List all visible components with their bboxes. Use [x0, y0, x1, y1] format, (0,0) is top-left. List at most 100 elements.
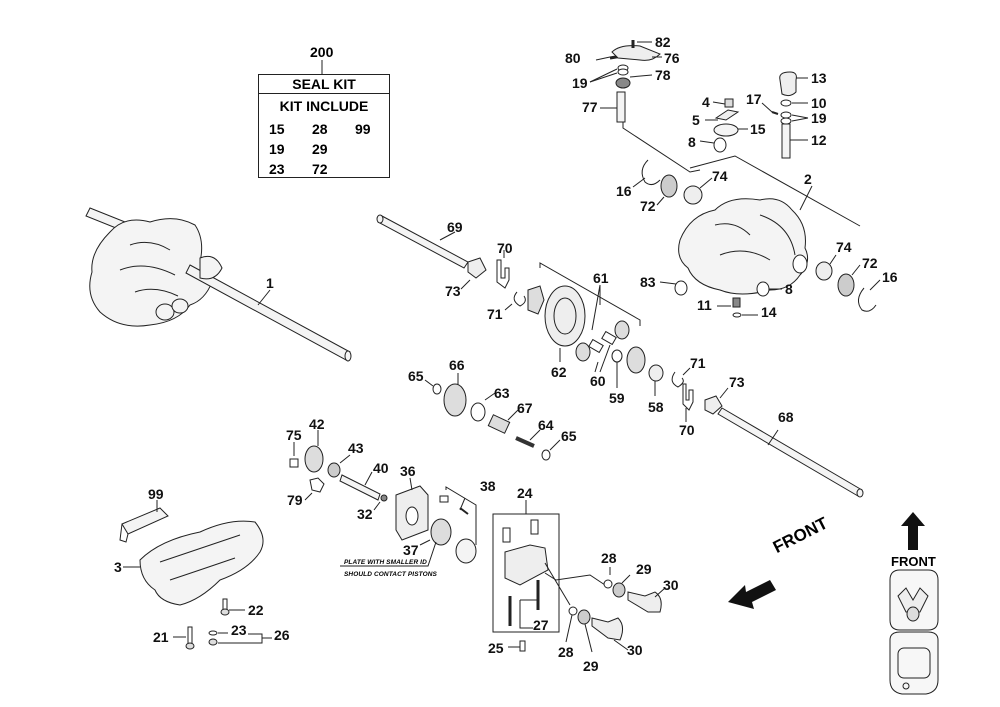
callout-label: 1 [266, 275, 274, 291]
part-40-shaft [339, 474, 381, 501]
callout-label: 8 [785, 281, 793, 297]
callout-label: 83 [640, 274, 656, 290]
callout-label: 37 [403, 542, 419, 558]
part-1-transaxle [85, 207, 352, 362]
part-60-pinion [575, 342, 591, 362]
seal-kit-item [355, 160, 395, 178]
part-78-spring [615, 77, 631, 89]
callout-label: 61 [593, 270, 609, 286]
callout-label: 12 [811, 132, 827, 148]
callout-label: 77 [582, 99, 598, 115]
callout-label: 76 [664, 50, 680, 66]
callout-label: 63 [494, 385, 510, 401]
callout-label: 69 [447, 219, 463, 235]
callout-label: 72 [640, 198, 656, 214]
callout-label: 29 [636, 561, 652, 577]
part-69-shaft [376, 214, 469, 269]
callout-label: 65 [561, 428, 577, 444]
seal-kit-items: 15 28 99 19 29 23 72 [269, 120, 389, 178]
part-68-shaft [717, 407, 864, 498]
callout-label: 16 [882, 269, 898, 285]
part-12-shaft [781, 123, 791, 159]
callout-label: 60 [590, 373, 606, 389]
part-70-fork [496, 259, 510, 289]
callout-label: 78 [655, 67, 671, 83]
callout-label: 4 [702, 94, 710, 110]
callout-label: 36 [400, 463, 416, 479]
part-3-oil-pan [139, 520, 264, 606]
callout-label: 21 [153, 629, 169, 645]
callout-label: 80 [565, 50, 581, 66]
seal-kit-item [355, 140, 395, 158]
part-37-plate [430, 518, 452, 546]
callout-label: 75 [286, 427, 302, 443]
part-65-washer [432, 383, 442, 395]
part-77-shaft [616, 91, 626, 123]
callout-label: 17 [746, 91, 762, 107]
seal-kit-item: 29 [312, 141, 328, 157]
part-67-roller [487, 414, 511, 434]
callout-label: 79 [287, 492, 303, 508]
seal-kit-subtitle: KIT INCLUDE [279, 98, 369, 114]
part-42-gear [304, 445, 324, 473]
callout-label: 72 [862, 255, 878, 271]
front-arrow-icon [728, 580, 776, 609]
callout-label: 74 [712, 168, 728, 184]
mower-top-view-icon [889, 569, 939, 695]
callout-label: 28 [558, 644, 574, 660]
callout-label: 99 [148, 486, 164, 502]
note-line-2: SHOULD CONTACT PISTONS [344, 571, 437, 578]
part-62-ring-gear [544, 285, 586, 347]
callout-label: 64 [538, 417, 554, 433]
seal-kit-item: 15 [269, 121, 285, 137]
callout-label: 28 [601, 550, 617, 566]
seal-kit-callout: 200 [310, 44, 334, 60]
callout-label: 58 [648, 399, 664, 415]
note-line-1: PLATE WITH SMALLER ID [344, 559, 427, 566]
callout-label: 19 [811, 110, 827, 126]
callout-label: 29 [583, 658, 599, 674]
callout-label: 62 [551, 364, 567, 380]
callout-label: 70 [679, 422, 695, 438]
part-66-gear [443, 383, 467, 417]
part-59-washer [611, 349, 623, 363]
callout-label: 5 [692, 112, 700, 128]
part-16-ring [641, 159, 661, 186]
callout-label: 13 [811, 70, 827, 86]
leader-1 [257, 289, 271, 306]
seal-kit-item: 72 [312, 161, 328, 177]
part-2-housing [678, 198, 809, 295]
callout-label: 65 [408, 368, 424, 384]
callout-label: 70 [497, 240, 513, 256]
part-73-collar [467, 257, 487, 279]
callout-label: 30 [627, 642, 643, 658]
callout-label: 71 [690, 355, 706, 371]
callout-label: 19 [572, 75, 588, 91]
part-valve-plate [504, 544, 549, 586]
callout-label: 11 [697, 297, 712, 313]
seal-kit-item: 23 [269, 161, 285, 177]
callout-label: 26 [274, 627, 290, 643]
seal-kit-item: 28 [312, 121, 328, 137]
callout-label: 8 [688, 134, 696, 150]
part-71-clip [513, 291, 526, 307]
part-64-pin [515, 436, 535, 448]
callout-label: 67 [517, 400, 533, 416]
callout-label: 42 [309, 416, 325, 432]
callout-label: 68 [778, 409, 794, 425]
part-58-bearing [648, 364, 664, 382]
front-up-arrow-icon [901, 512, 925, 550]
callout-label: 3 [114, 559, 122, 575]
callout-label: 2 [804, 171, 812, 187]
part-15-cap [713, 123, 739, 137]
callout-label: 59 [609, 390, 625, 406]
seal-kit-title: SEAL KIT [259, 75, 389, 94]
seal-kit-item: 99 [355, 121, 371, 137]
part-63-bushing [470, 402, 486, 422]
part-99-sealant-tube [121, 507, 169, 535]
callout-label: 10 [811, 95, 827, 111]
callout-label: 38 [480, 478, 496, 494]
callout-label: 15 [750, 121, 766, 137]
